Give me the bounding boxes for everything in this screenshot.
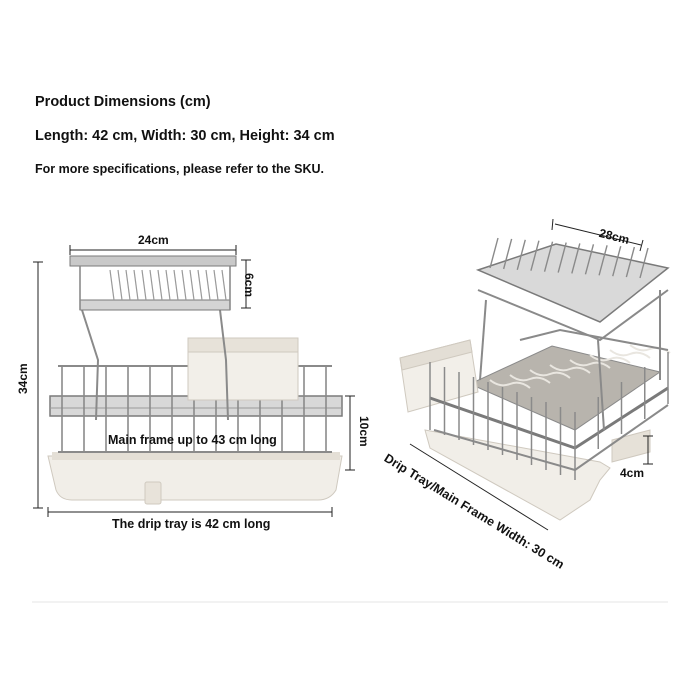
wire-bar (165, 269, 171, 301)
wire-bar (530, 240, 540, 271)
floor-wave (569, 359, 611, 369)
wire-bar (197, 269, 203, 301)
wire-bar (149, 269, 155, 301)
top-shelf-width-label: 24cm (138, 233, 169, 247)
floor-wave (509, 374, 551, 384)
dimensions-title: Product Dimensions (cm) (35, 94, 211, 110)
wire-bar (557, 242, 567, 273)
wire-bar (189, 269, 195, 301)
foot-height-label: 4cm (620, 466, 645, 480)
wire-bar (625, 246, 636, 278)
tray-height-label: 10cm (357, 416, 371, 447)
wire-bar (173, 269, 179, 301)
overall-size-line: Length: 42 cm, Width: 30 cm, Height: 34 … (35, 128, 335, 144)
wire-bar (141, 269, 147, 301)
front-view-rack (47, 255, 343, 505)
wire-bar (157, 269, 163, 301)
wire-bar (489, 237, 499, 269)
wire-bar (543, 241, 554, 272)
wire-bar (516, 239, 526, 270)
front-dimension-lines (33, 245, 355, 517)
wire-bar (205, 269, 211, 301)
drip-tray-length-note: The drip tray is 42 cm long (112, 517, 271, 531)
wire-bar (571, 243, 581, 274)
floor-wave (589, 354, 631, 364)
total-height-label: 34cm (16, 363, 30, 394)
wire-bar (109, 269, 115, 301)
side-view-rack (399, 237, 671, 521)
floor-wave (529, 369, 571, 379)
wire-bar (584, 244, 595, 275)
wire-bar (213, 269, 219, 301)
wire-bar (133, 269, 139, 301)
wire-bar (125, 269, 131, 301)
wire-bar (502, 238, 513, 270)
specification-note: For more specifications, please refer to… (35, 162, 324, 176)
side-dimension-lines (409, 218, 653, 531)
floor-wave (489, 379, 531, 389)
wire-bar (612, 246, 622, 277)
wire-bar (117, 269, 123, 301)
floor-wave (549, 364, 591, 374)
main-frame-length-note: Main frame up to 43 cm long (108, 433, 277, 447)
top-shelf-height-label: 6cm (242, 273, 256, 298)
wire-bar (181, 269, 187, 301)
wire-bar (598, 245, 608, 276)
floor-wave (609, 349, 651, 359)
wire-bar (221, 269, 227, 301)
wire-bar (639, 247, 649, 279)
